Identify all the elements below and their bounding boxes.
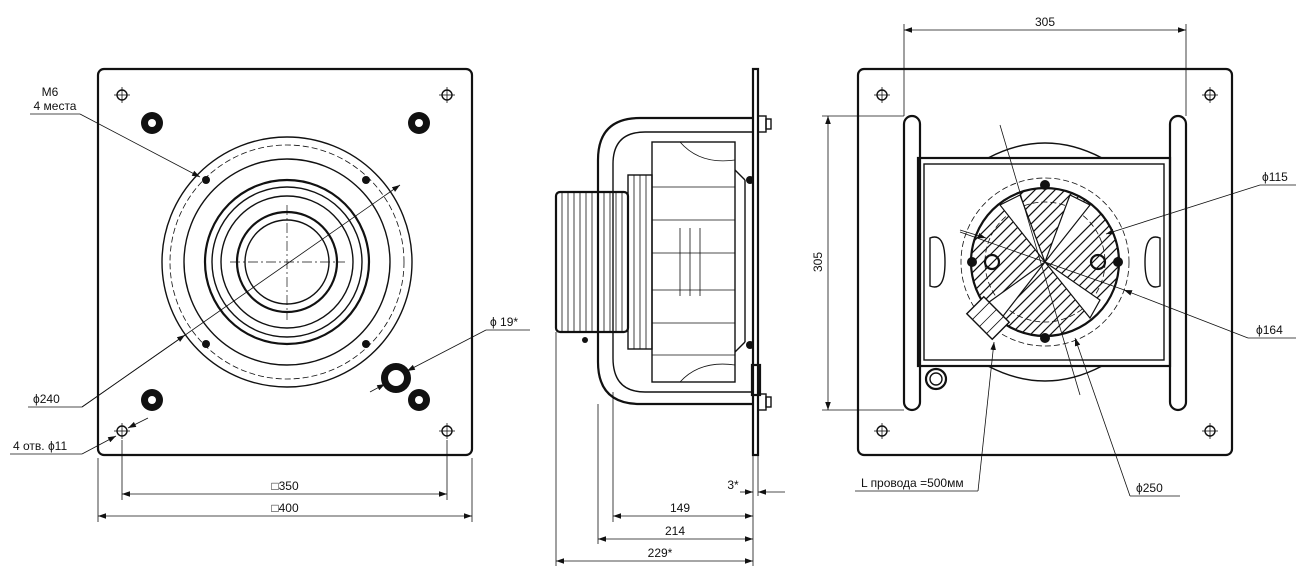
cable-gland xyxy=(965,295,1011,341)
dia-164-label: ϕ164 xyxy=(1256,323,1283,337)
corner-holes xyxy=(114,87,455,439)
cable-length-label: L провода =500мм xyxy=(861,476,964,490)
dim-149-label: 149 xyxy=(670,501,690,515)
side-view: 3* 149 214 229* xyxy=(554,67,785,566)
motor-fins xyxy=(561,192,623,332)
front-view: M6 4 места ϕ240 4 отв. ϕ11 ϕ 19* □350 □4… xyxy=(10,67,530,522)
rear-view: 305 305 ϕ115 ϕ164 ϕ250 L провода =500мм xyxy=(811,15,1296,497)
plate-nuts xyxy=(141,112,430,411)
dia-19-label: ϕ 19* xyxy=(490,315,518,329)
impeller-blades xyxy=(652,141,736,383)
dim-305-width-label: 305 xyxy=(1035,15,1055,29)
dia-115-label: ϕ115 xyxy=(1262,170,1288,184)
dia-240-label: ϕ240 xyxy=(33,392,60,406)
dia-250-label: ϕ250 xyxy=(1136,481,1163,495)
rear-corner-holes xyxy=(874,87,1218,439)
m6-points xyxy=(202,176,370,348)
pipe-fitting xyxy=(381,363,411,393)
dim-305-height-label: 305 xyxy=(811,252,825,272)
holes-label: 4 отв. ϕ11 xyxy=(13,439,67,453)
side-flange xyxy=(751,67,760,457)
dim-400-label: □400 xyxy=(271,501,299,515)
rear-plate xyxy=(856,67,1234,457)
dim-3-label: 3* xyxy=(727,478,739,492)
motor-bolts xyxy=(967,180,1123,343)
m6-label: M6 xyxy=(42,85,59,99)
dim-350-label: □350 xyxy=(271,479,299,493)
dim-214-label: 214 xyxy=(665,524,685,538)
dim-229-label: 229* xyxy=(648,546,673,560)
m6-count-label: 4 места xyxy=(34,99,77,113)
front-plate xyxy=(96,67,474,457)
fan-rings xyxy=(161,136,413,388)
